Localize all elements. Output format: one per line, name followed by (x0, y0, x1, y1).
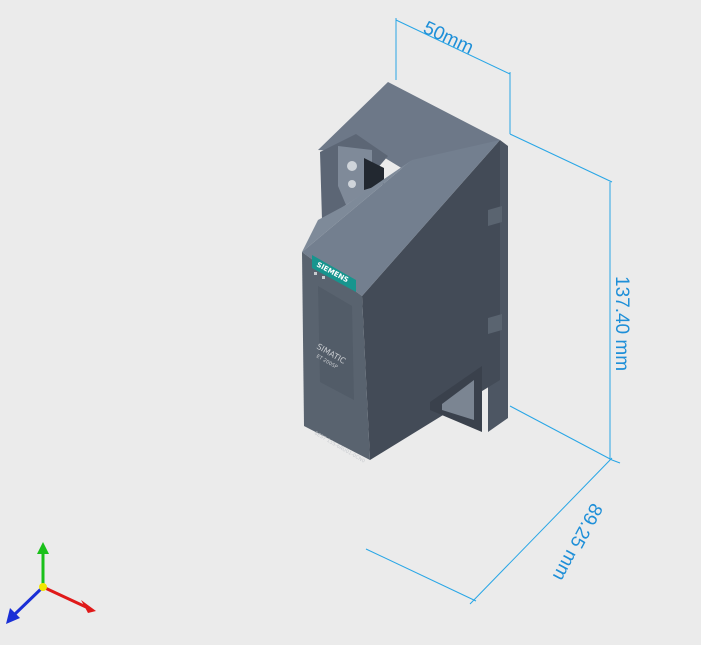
depth-label: 89.25 mm (548, 500, 606, 584)
connector-recess-back (338, 146, 372, 205)
brand-plate (312, 255, 356, 292)
front-label-panel (318, 286, 354, 400)
axis-z-line (13, 585, 45, 616)
interface-module-model: SIEMENS SIMATIC ET 200SP 6ES7 155-6AU01-… (302, 82, 508, 465)
depth-extension-bottom (365, 548, 477, 602)
axis-y-arrow (37, 542, 49, 554)
height-extension-top (509, 133, 613, 183)
module-top-step (302, 160, 412, 252)
dimension-height[interactable]: 137.40 mm (509, 133, 632, 461)
rail-rib (488, 314, 502, 334)
din-clip-inner (442, 380, 474, 420)
rail-rib (488, 206, 502, 226)
width-label: 50mm (420, 17, 477, 58)
axis-origin (39, 583, 47, 591)
module-right-side (488, 140, 508, 432)
status-led (314, 272, 317, 275)
axis-x-arrow (81, 600, 96, 613)
connector-screw (348, 180, 356, 188)
dimension-depth[interactable]: 89.25 mm (365, 457, 621, 605)
module-top-front (302, 140, 500, 296)
depth-dimension-line (469, 457, 613, 605)
axis-z-arrow (6, 608, 20, 624)
connector-screw (347, 161, 357, 171)
height-label: 137.40 mm (611, 276, 632, 371)
connector-dark-port (364, 158, 384, 190)
axis-triad[interactable] (6, 542, 96, 624)
axis-x-line (42, 585, 87, 609)
depth-extension-top (611, 459, 621, 464)
height-extension-bottom (509, 405, 613, 461)
width-dimension-line (395, 19, 511, 75)
status-led (322, 276, 325, 279)
